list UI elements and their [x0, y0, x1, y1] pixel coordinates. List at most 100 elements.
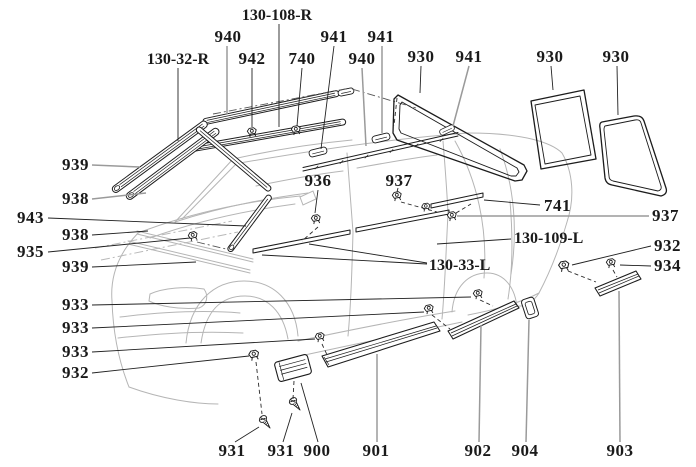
part-label-931-1: 931 — [219, 441, 246, 460]
leader-931-b — [282, 412, 293, 443]
leader-903 — [618, 290, 621, 443]
clip-937-rear — [446, 210, 458, 222]
leader-939-b — [91, 261, 197, 268]
part-pillar-moulding-upper — [195, 126, 272, 192]
leader-940-b — [361, 67, 367, 147]
part-label-936: 936 — [305, 171, 332, 190]
part-label-941-3: 941 — [456, 47, 483, 66]
part-moulding-902 — [447, 300, 520, 340]
part-label-930-1: 930 — [408, 47, 435, 66]
part-window-seal-930-quarter-2 — [599, 115, 668, 197]
leader-904 — [525, 319, 530, 443]
leader-938-b — [91, 230, 149, 236]
leader-933-b — [91, 311, 425, 329]
leader-930-b — [550, 65, 554, 91]
leader-937-a — [396, 187, 399, 193]
leader-931-a — [234, 426, 260, 443]
leader-938-a — [91, 192, 147, 200]
part-label-903: 903 — [607, 441, 634, 460]
part-label-930-3: 930 — [603, 47, 630, 66]
leader-935 — [47, 237, 191, 253]
part-window-seal-930-quarter-1 — [530, 89, 597, 170]
part-label-940-1: 940 — [215, 27, 242, 46]
part-moulding-903 — [594, 270, 642, 297]
part-label-901: 901 — [363, 441, 390, 460]
screw-931-b — [287, 395, 304, 413]
part-label-130-32-R: 130-32-R — [147, 51, 210, 68]
leader-900 — [300, 382, 319, 443]
clip-belt-mid — [420, 202, 432, 213]
leader-943 — [47, 217, 247, 227]
part-label-938-1: 938 — [62, 189, 89, 208]
part-pillar-moulding-lower-943 — [227, 194, 272, 253]
leader-932-b — [571, 245, 652, 266]
leader-941-c — [452, 65, 470, 127]
part-label-902: 902 — [465, 441, 492, 460]
part-roof-moulding-940 — [202, 87, 417, 127]
part-label-933-2: 933 — [62, 318, 89, 337]
part-moulding-901 — [321, 321, 441, 368]
leader-933-c — [91, 338, 316, 353]
clip-937-front — [391, 190, 403, 202]
part-label-939-1: 939 — [62, 155, 89, 174]
screw-931-a — [257, 413, 274, 431]
pad-941-b — [370, 131, 392, 145]
clip-932-rear — [557, 260, 571, 273]
leader-930-c — [616, 65, 619, 116]
clip-934 — [605, 257, 617, 269]
part-belt-moulding-rear-door — [355, 209, 450, 233]
part-label-130-108-R: 130-108-R — [242, 7, 313, 24]
car-body-outline — [94, 132, 573, 405]
part-pad-904 — [521, 296, 539, 320]
part-label-937-1: 937 — [386, 171, 413, 190]
part-label-940-2: 940 — [349, 49, 376, 68]
leader-130-109-L — [436, 238, 512, 245]
part-label-942: 942 — [239, 49, 266, 68]
part-label-937-2: 937 — [652, 206, 679, 225]
part-label-930-2: 930 — [537, 47, 564, 66]
leader-741 — [483, 199, 541, 206]
part-label-938-2: 938 — [62, 225, 89, 244]
part-label-932-1: 932 — [62, 363, 89, 382]
part-label-935: 935 — [17, 242, 44, 261]
part-label-933-3: 933 — [62, 342, 89, 361]
leader-936 — [314, 189, 319, 214]
part-label-933-1: 933 — [62, 295, 89, 314]
part-window-seal-930-rear-door — [392, 94, 528, 182]
part-label-741: 741 — [544, 196, 571, 215]
assembly-dash-lines — [196, 201, 618, 415]
leader-939-a — [91, 164, 141, 168]
leader-930-a — [419, 65, 422, 94]
part-label-904: 904 — [512, 441, 539, 460]
part-label-932-2: 932 — [654, 236, 681, 255]
part-label-931-2: 931 — [268, 441, 295, 460]
clip-933-b — [423, 303, 435, 315]
leader-941-a — [320, 45, 335, 150]
part-belt-moulding-front-door — [252, 229, 351, 254]
part-front-pillar-moulding-938 — [125, 127, 220, 200]
leader-932-a — [91, 355, 250, 374]
leader-130-33-L-1 — [308, 243, 428, 264]
clip-932-front — [247, 349, 261, 362]
part-label-900: 900 — [304, 441, 331, 460]
part-label-740: 740 — [289, 49, 316, 68]
part-belt-moulding-quarter-741 — [430, 192, 484, 209]
part-moulding-900 — [274, 354, 312, 382]
clip-936 — [310, 213, 322, 225]
part-label-941-1: 941 — [321, 27, 348, 46]
part-label-130-33-L: 130-33-L — [429, 257, 490, 274]
part-front-pillar-moulding-939 — [111, 120, 208, 193]
clip-933-a — [314, 331, 326, 343]
part-label-934: 934 — [654, 256, 681, 275]
leader-934 — [619, 264, 652, 267]
part-label-939-2: 939 — [62, 257, 89, 276]
part-roof-drip-rail — [302, 132, 459, 172]
leader-740 — [296, 67, 303, 127]
part-labels: 130-108-R 940 941 941 130-32-R 942 740 9… — [17, 7, 681, 460]
part-label-943: 943 — [17, 208, 44, 227]
leader-902 — [478, 324, 482, 443]
part-label-941-2: 941 — [368, 27, 395, 46]
clip-933-c — [472, 288, 484, 300]
